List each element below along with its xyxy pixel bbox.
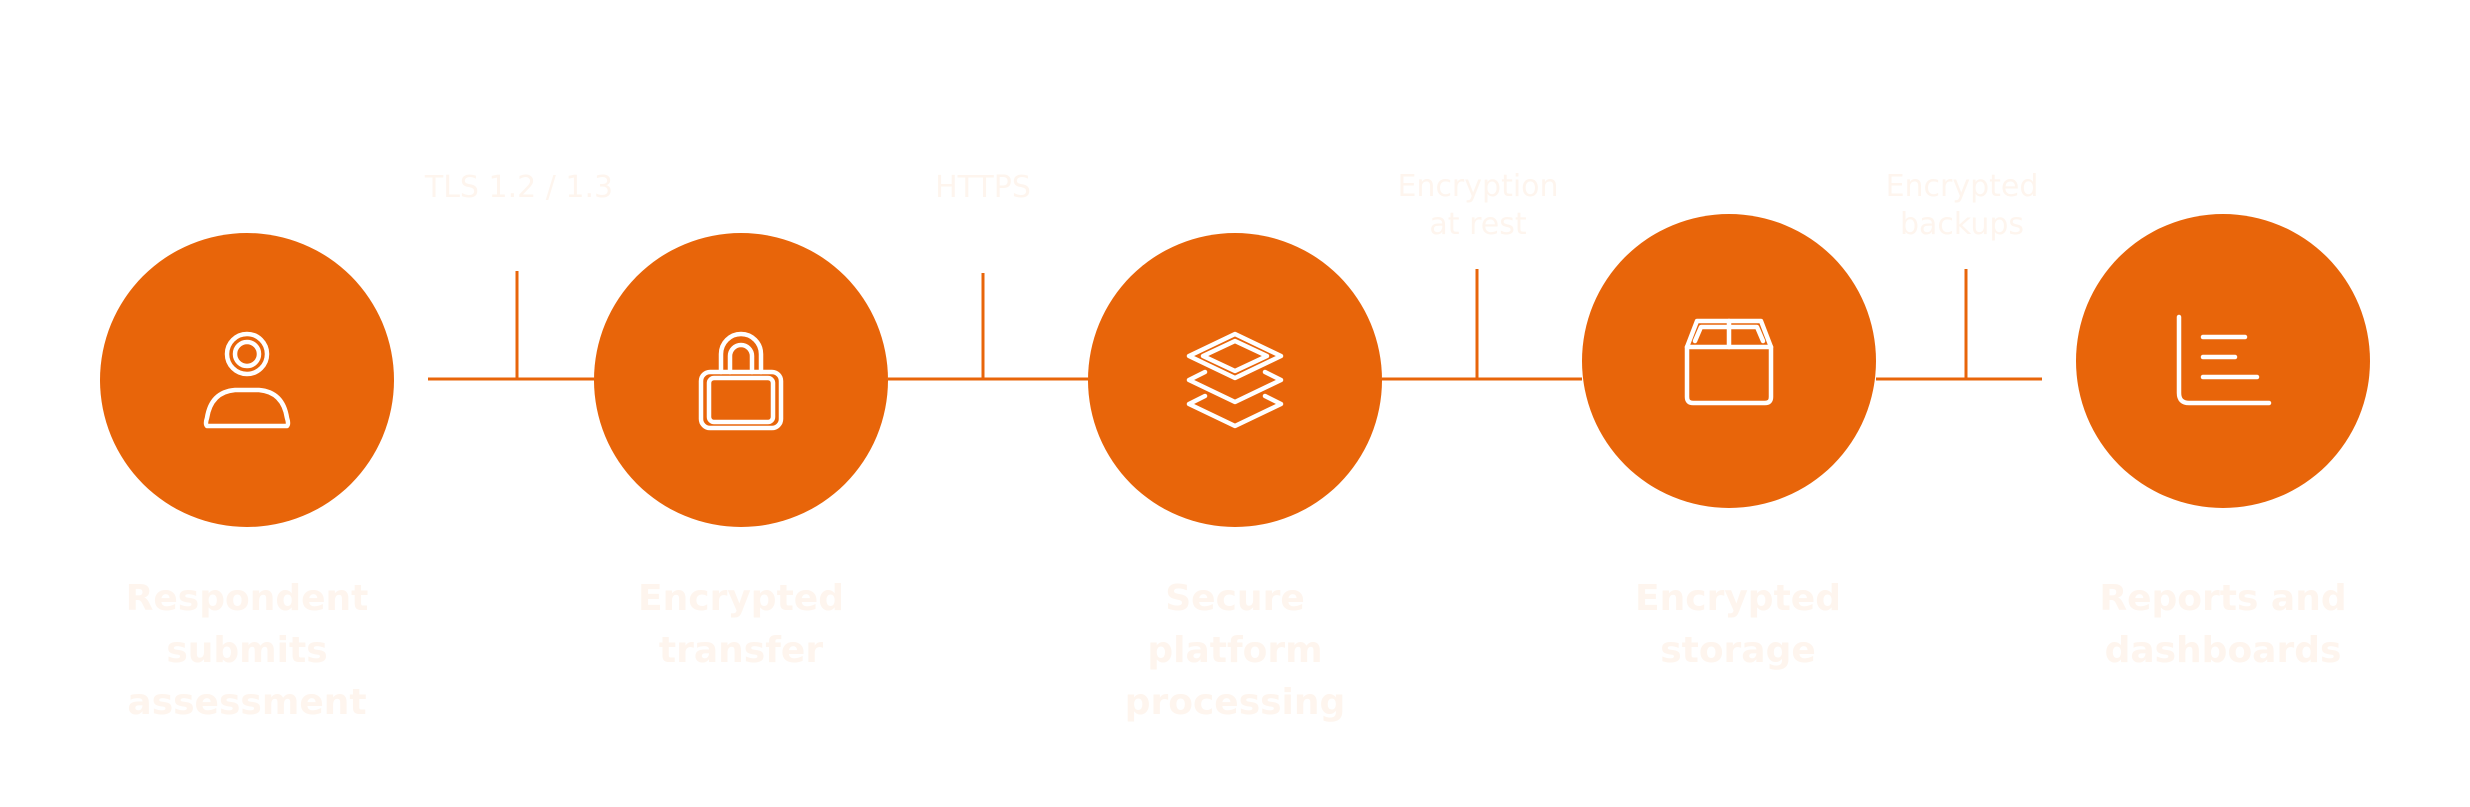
step-label: processing — [1125, 682, 1346, 723]
step-label: dashboards — [2105, 630, 2342, 671]
flow-step: Encrypted transfer — [594, 233, 888, 671]
flow-step: Reports and dashboards — [2076, 214, 2370, 671]
connector-label: HTTPS — [935, 170, 1031, 205]
step-circle — [2076, 214, 2370, 508]
layers-icon — [1186, 331, 1284, 429]
step-label: Reports and — [2099, 578, 2346, 619]
step-label: Encrypted — [638, 578, 844, 619]
step-label: Secure — [1165, 578, 1304, 619]
lock-icon — [698, 331, 784, 431]
step-label: Encrypted — [1635, 578, 1841, 619]
connector-label: Encryption — [1397, 169, 1558, 204]
connector-label: backups — [1900, 207, 2024, 242]
step-label: storage — [1660, 630, 1816, 671]
step-label: transfer — [659, 630, 823, 671]
step-circle — [100, 233, 394, 527]
step-label: submits — [166, 630, 327, 671]
step-circle — [1582, 214, 1876, 508]
connector: HTTPS — [888, 170, 1088, 381]
flow-step: Secure platform processing — [1088, 233, 1382, 723]
connector-label: at rest — [1429, 207, 1526, 242]
step-label: assessment — [127, 682, 366, 723]
step-label: platform — [1147, 630, 1322, 671]
flow-step: Encrypted storage — [1582, 214, 1876, 671]
connector-label: TLS 1.2 / 1.3 — [424, 170, 613, 205]
box-icon — [1684, 318, 1774, 406]
bar-chart-icon — [2176, 314, 2272, 406]
flow-step: Respondent submits assessment — [100, 233, 394, 723]
connector: TLS 1.2 / 1.3 — [424, 170, 613, 381]
step-label: Respondent — [126, 578, 369, 619]
person-icon — [203, 331, 291, 429]
connector-label: Encrypted — [1886, 169, 2039, 204]
